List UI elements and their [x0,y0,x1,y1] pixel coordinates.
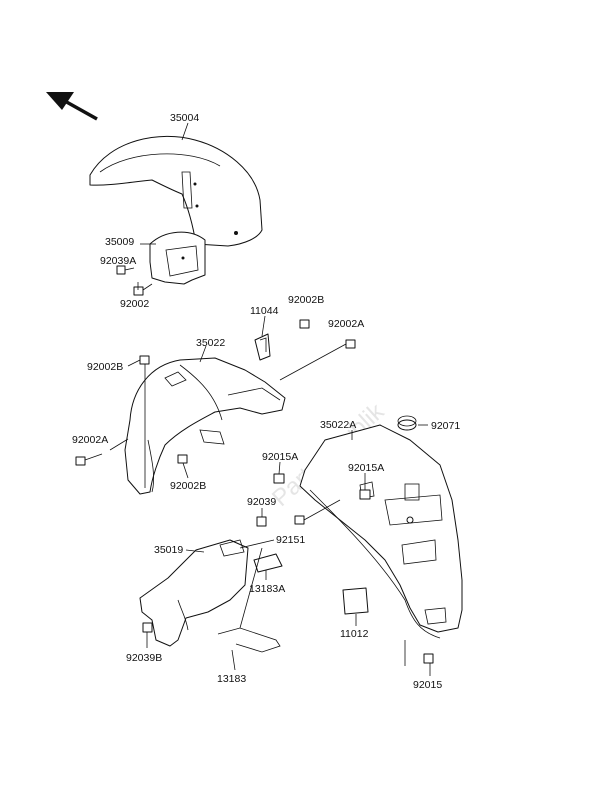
label-92002-front: 92002 [120,298,149,310]
leader-92002b-left [127,359,141,367]
label-92039b: 92039B [126,652,162,664]
bolt-92039b [142,622,153,633]
leader-92002a-left [109,438,129,451]
front-fender [89,135,263,247]
label-92002b-top: 92002B [288,294,324,306]
label-92002b-left: 92002B [87,361,123,373]
bolt-92002a-left [75,453,103,466]
bolt-92002a-top [279,339,356,381]
leader-11044 [261,315,266,337]
label-35004: 35004 [170,112,199,124]
grommet-92071 [397,415,417,431]
rod-13183 [217,547,281,653]
label-35022: 35022 [196,337,225,349]
label-35019: 35019 [154,544,183,556]
label-13183: 13183 [217,673,246,685]
bolt-92002b-top [299,319,310,329]
label-92039: 92039 [247,496,276,508]
rear-fender [299,424,463,639]
bolt-92002 [133,283,153,296]
label-92002a-top: 92002A [328,318,364,330]
label-92015: 92015 [413,679,442,691]
label-11012: 11012 [340,628,369,640]
label-92015a-left: 92015A [262,451,298,463]
leader-13183 [231,649,236,671]
label-35022a: 35022A [320,419,356,431]
nut-92015a-right [359,489,371,500]
bracket-35019 [139,539,249,647]
bolt-92015 [423,653,434,664]
label-35009: 35009 [105,236,134,248]
inner-fender [124,357,286,495]
label-11044: 11044 [250,305,279,317]
front-direction-arrow-icon [46,92,98,121]
bolt-92002b-mid [177,454,188,464]
leader-92002b-mid [182,462,189,479]
label-92071: 92071 [431,420,460,432]
bracket-11044 [254,333,271,361]
label-92151: 92151 [276,534,305,546]
bolt-92039 [256,516,267,527]
reflector-11012 [342,587,369,615]
bolt-92151 [294,499,341,525]
label-13183a: 13183A [249,583,285,595]
leader-92151 [239,539,275,549]
label-92039a: 92039A [100,255,136,267]
label-92002b-mid: 92002B [170,480,206,492]
bolt-92039a [116,265,135,275]
leader-92015a-left [278,461,281,475]
leader-35022 [199,345,207,363]
leader-35019 [185,549,205,553]
label-92015a-right: 92015A [348,462,384,474]
leader-35004 [181,122,189,141]
nut-92015a-left [273,473,285,484]
label-92002a-left: 92002A [72,434,108,446]
front-bracket [149,231,206,285]
